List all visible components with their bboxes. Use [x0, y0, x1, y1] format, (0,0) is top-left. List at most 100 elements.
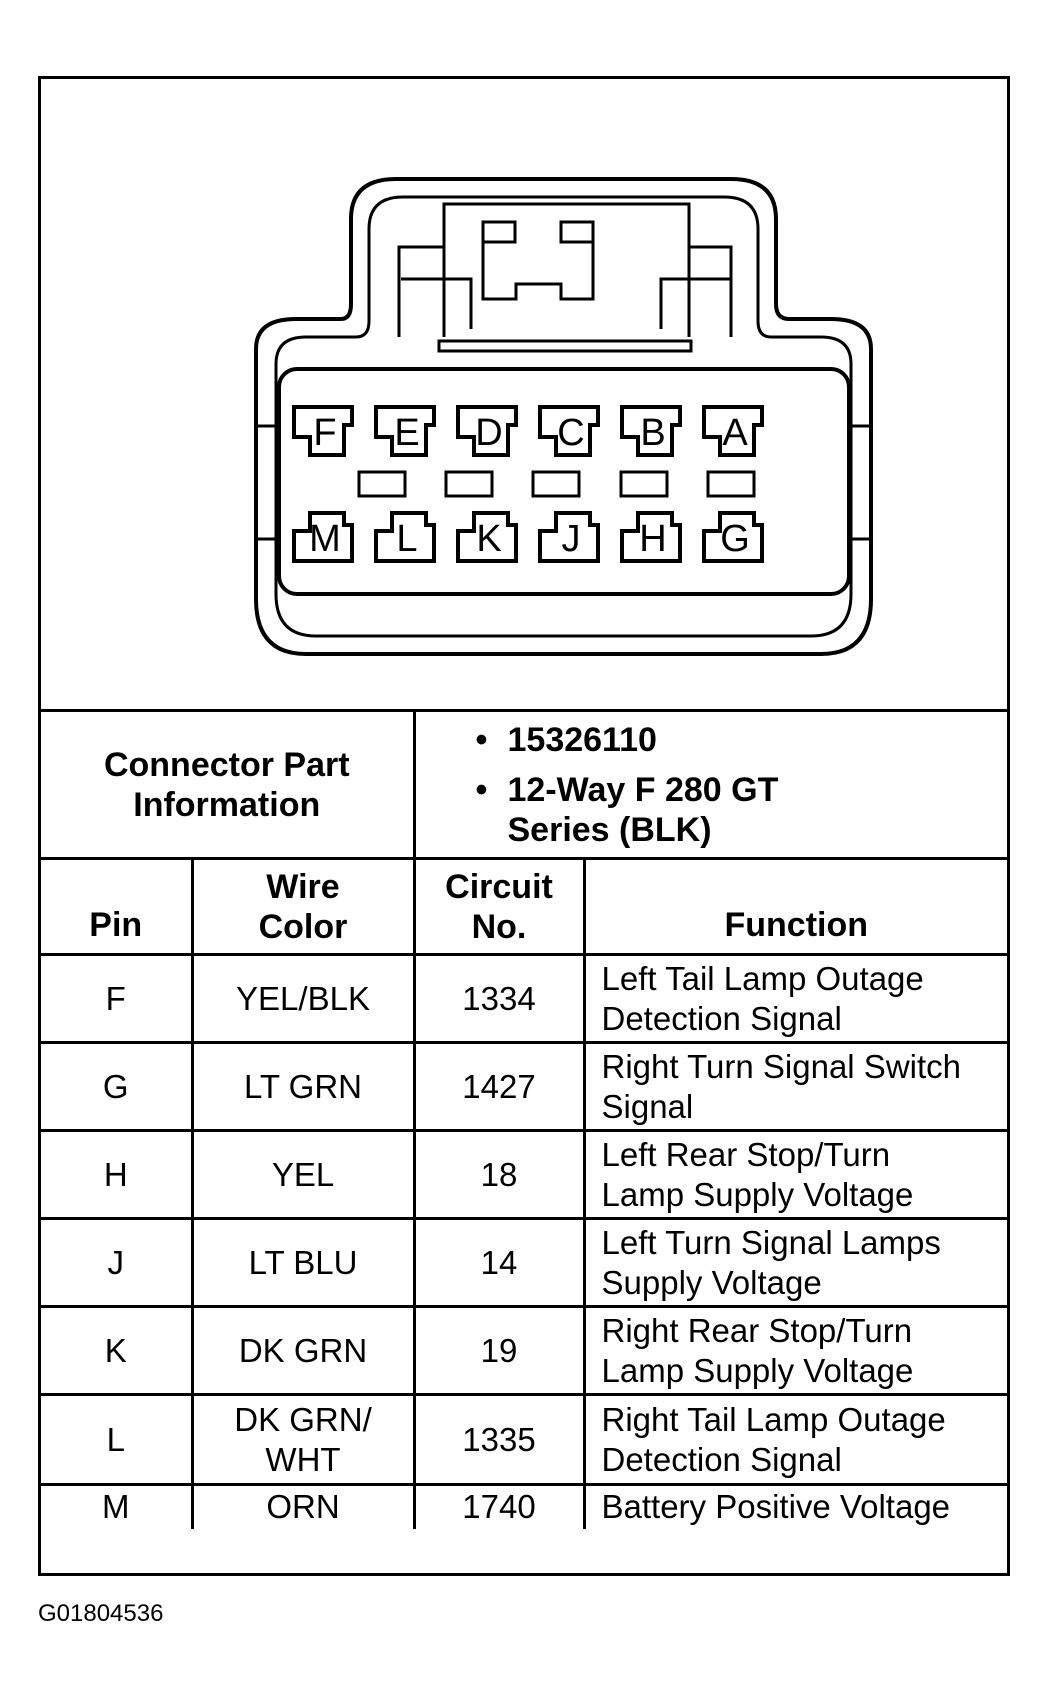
pin-label: B — [640, 412, 665, 454]
pin-cell-text: K — [104, 1331, 127, 1369]
wire-color-cell: LT GRN — [190, 1041, 416, 1132]
wire-color-column-header: Wire Color — [190, 857, 416, 955]
circuit-header-line2: No. — [471, 907, 527, 946]
table-row: M ORN 1740 Battery Positive Voltage — [41, 1483, 1007, 1529]
circuit-header-line1: Circuit — [445, 867, 553, 906]
pin-cell-text: F — [105, 979, 126, 1017]
wire-color-cell: YEL/BLK — [190, 953, 416, 1044]
part-info-label-line1: Connector Part — [103, 745, 350, 784]
circuit-cell: 19 — [412, 1305, 586, 1396]
pin-cavity-outline — [456, 405, 518, 457]
wire-color-cell-text: DK GRN/ — [234, 1400, 372, 1438]
pin-cell: F — [41, 953, 194, 1044]
wire-color-cell-text: LT BLU — [248, 1243, 358, 1281]
pin-cavity: F — [292, 405, 354, 457]
pin-cell: L — [41, 1393, 194, 1486]
pin-label: F — [313, 412, 336, 454]
center-slot — [706, 470, 756, 498]
function-cell-text: Left Tail Lamp Outage — [601, 959, 924, 997]
pin-cell: J — [41, 1217, 194, 1308]
pin-column-header: Pin — [41, 857, 194, 955]
pin-cavity: J — [538, 511, 600, 563]
circuit-cell: 1334 — [412, 953, 586, 1044]
circuit-cell-text: 1740 — [462, 1488, 536, 1526]
pin-cell-text: M — [102, 1488, 130, 1526]
pin-label: L — [396, 518, 417, 560]
pin-label: K — [476, 518, 501, 560]
function-cell: Battery Positive Voltage — [582, 1483, 1007, 1529]
pin-cell: M — [41, 1483, 194, 1529]
function-cell-text: Signal — [601, 1087, 694, 1125]
pin-cavity: D — [456, 405, 518, 457]
latch-slot-left — [481, 220, 517, 244]
function-cell-text: Lamp Supply Voltage — [601, 1175, 914, 1213]
circuit-cell: 18 — [412, 1129, 586, 1220]
circuit-cell-text: 18 — [480, 1155, 518, 1193]
circuit-cell-text: 1335 — [462, 1420, 536, 1458]
function-cell-text: Detection Signal — [601, 1440, 842, 1478]
connector-description-line1: 12-Way F 280 GT — [476, 770, 1008, 810]
pin-cavity-outline — [620, 405, 682, 457]
part-number: 15326110 — [476, 720, 1008, 760]
pin-cell-text: J — [107, 1243, 125, 1281]
pin-cavity: M — [292, 511, 354, 563]
wire-color-cell-text: LT GRN — [244, 1067, 362, 1105]
pin-cavity: H — [620, 511, 682, 563]
pin-cavity-outline — [292, 405, 354, 457]
function-cell-text: Battery Positive Voltage — [601, 1488, 951, 1526]
latch-slot-right — [559, 220, 595, 244]
circuit-cell: 1740 — [412, 1483, 586, 1529]
circuit-cell-text: 19 — [480, 1331, 518, 1369]
column-header-row: Pin Wire Color Circuit No. Function — [41, 857, 1007, 955]
wire-color-cell-text: YEL/BLK — [236, 979, 370, 1017]
pin-cell-text: L — [106, 1420, 125, 1458]
latch-outline — [397, 202, 733, 337]
pin-label: H — [639, 518, 666, 560]
latch-lever — [481, 242, 595, 301]
part-info-label-line2: Information — [133, 785, 321, 824]
center-slot-row — [357, 470, 756, 498]
pin-label: J — [562, 518, 581, 560]
pin-cell-text: G — [102, 1067, 129, 1105]
pin-cavity: E — [374, 405, 436, 457]
connector-housing-inner — [274, 195, 853, 638]
center-slot — [619, 470, 669, 498]
pin-cavity-outline — [292, 511, 354, 563]
pin-label: E — [394, 412, 419, 454]
function-header-text: Function — [724, 906, 869, 944]
function-cell-text: Detection Signal — [601, 999, 842, 1037]
pin-cavity-outline — [538, 405, 600, 457]
wire-header-line2: Color — [258, 907, 348, 946]
pin-cavity-area — [277, 367, 851, 596]
pin-cavity: L — [374, 511, 436, 563]
pin-header-text: Pin — [89, 906, 143, 944]
connector-description-line2: Series (BLK) — [507, 810, 712, 849]
circuit-cell-text: 14 — [480, 1243, 518, 1281]
pin-cavity-outline — [702, 405, 764, 457]
pin-cavity: C — [538, 405, 600, 457]
wire-header-line1: Wire — [266, 867, 340, 906]
pin-cavity-outline — [456, 511, 518, 563]
part-info-row: Connector Part Information 15326110 12-W… — [41, 709, 1008, 860]
function-cell-text: Supply Voltage — [601, 1263, 822, 1301]
wire-color-cell: ORN — [190, 1483, 416, 1529]
wire-color-cell: YEL — [190, 1129, 416, 1220]
pin-cavity-outline — [374, 405, 436, 457]
pin-label: G — [720, 518, 750, 560]
pin-label: A — [722, 412, 748, 454]
circuit-cell-text: 1427 — [462, 1067, 536, 1105]
function-cell-text: Right Tail Lamp Outage — [601, 1400, 946, 1438]
